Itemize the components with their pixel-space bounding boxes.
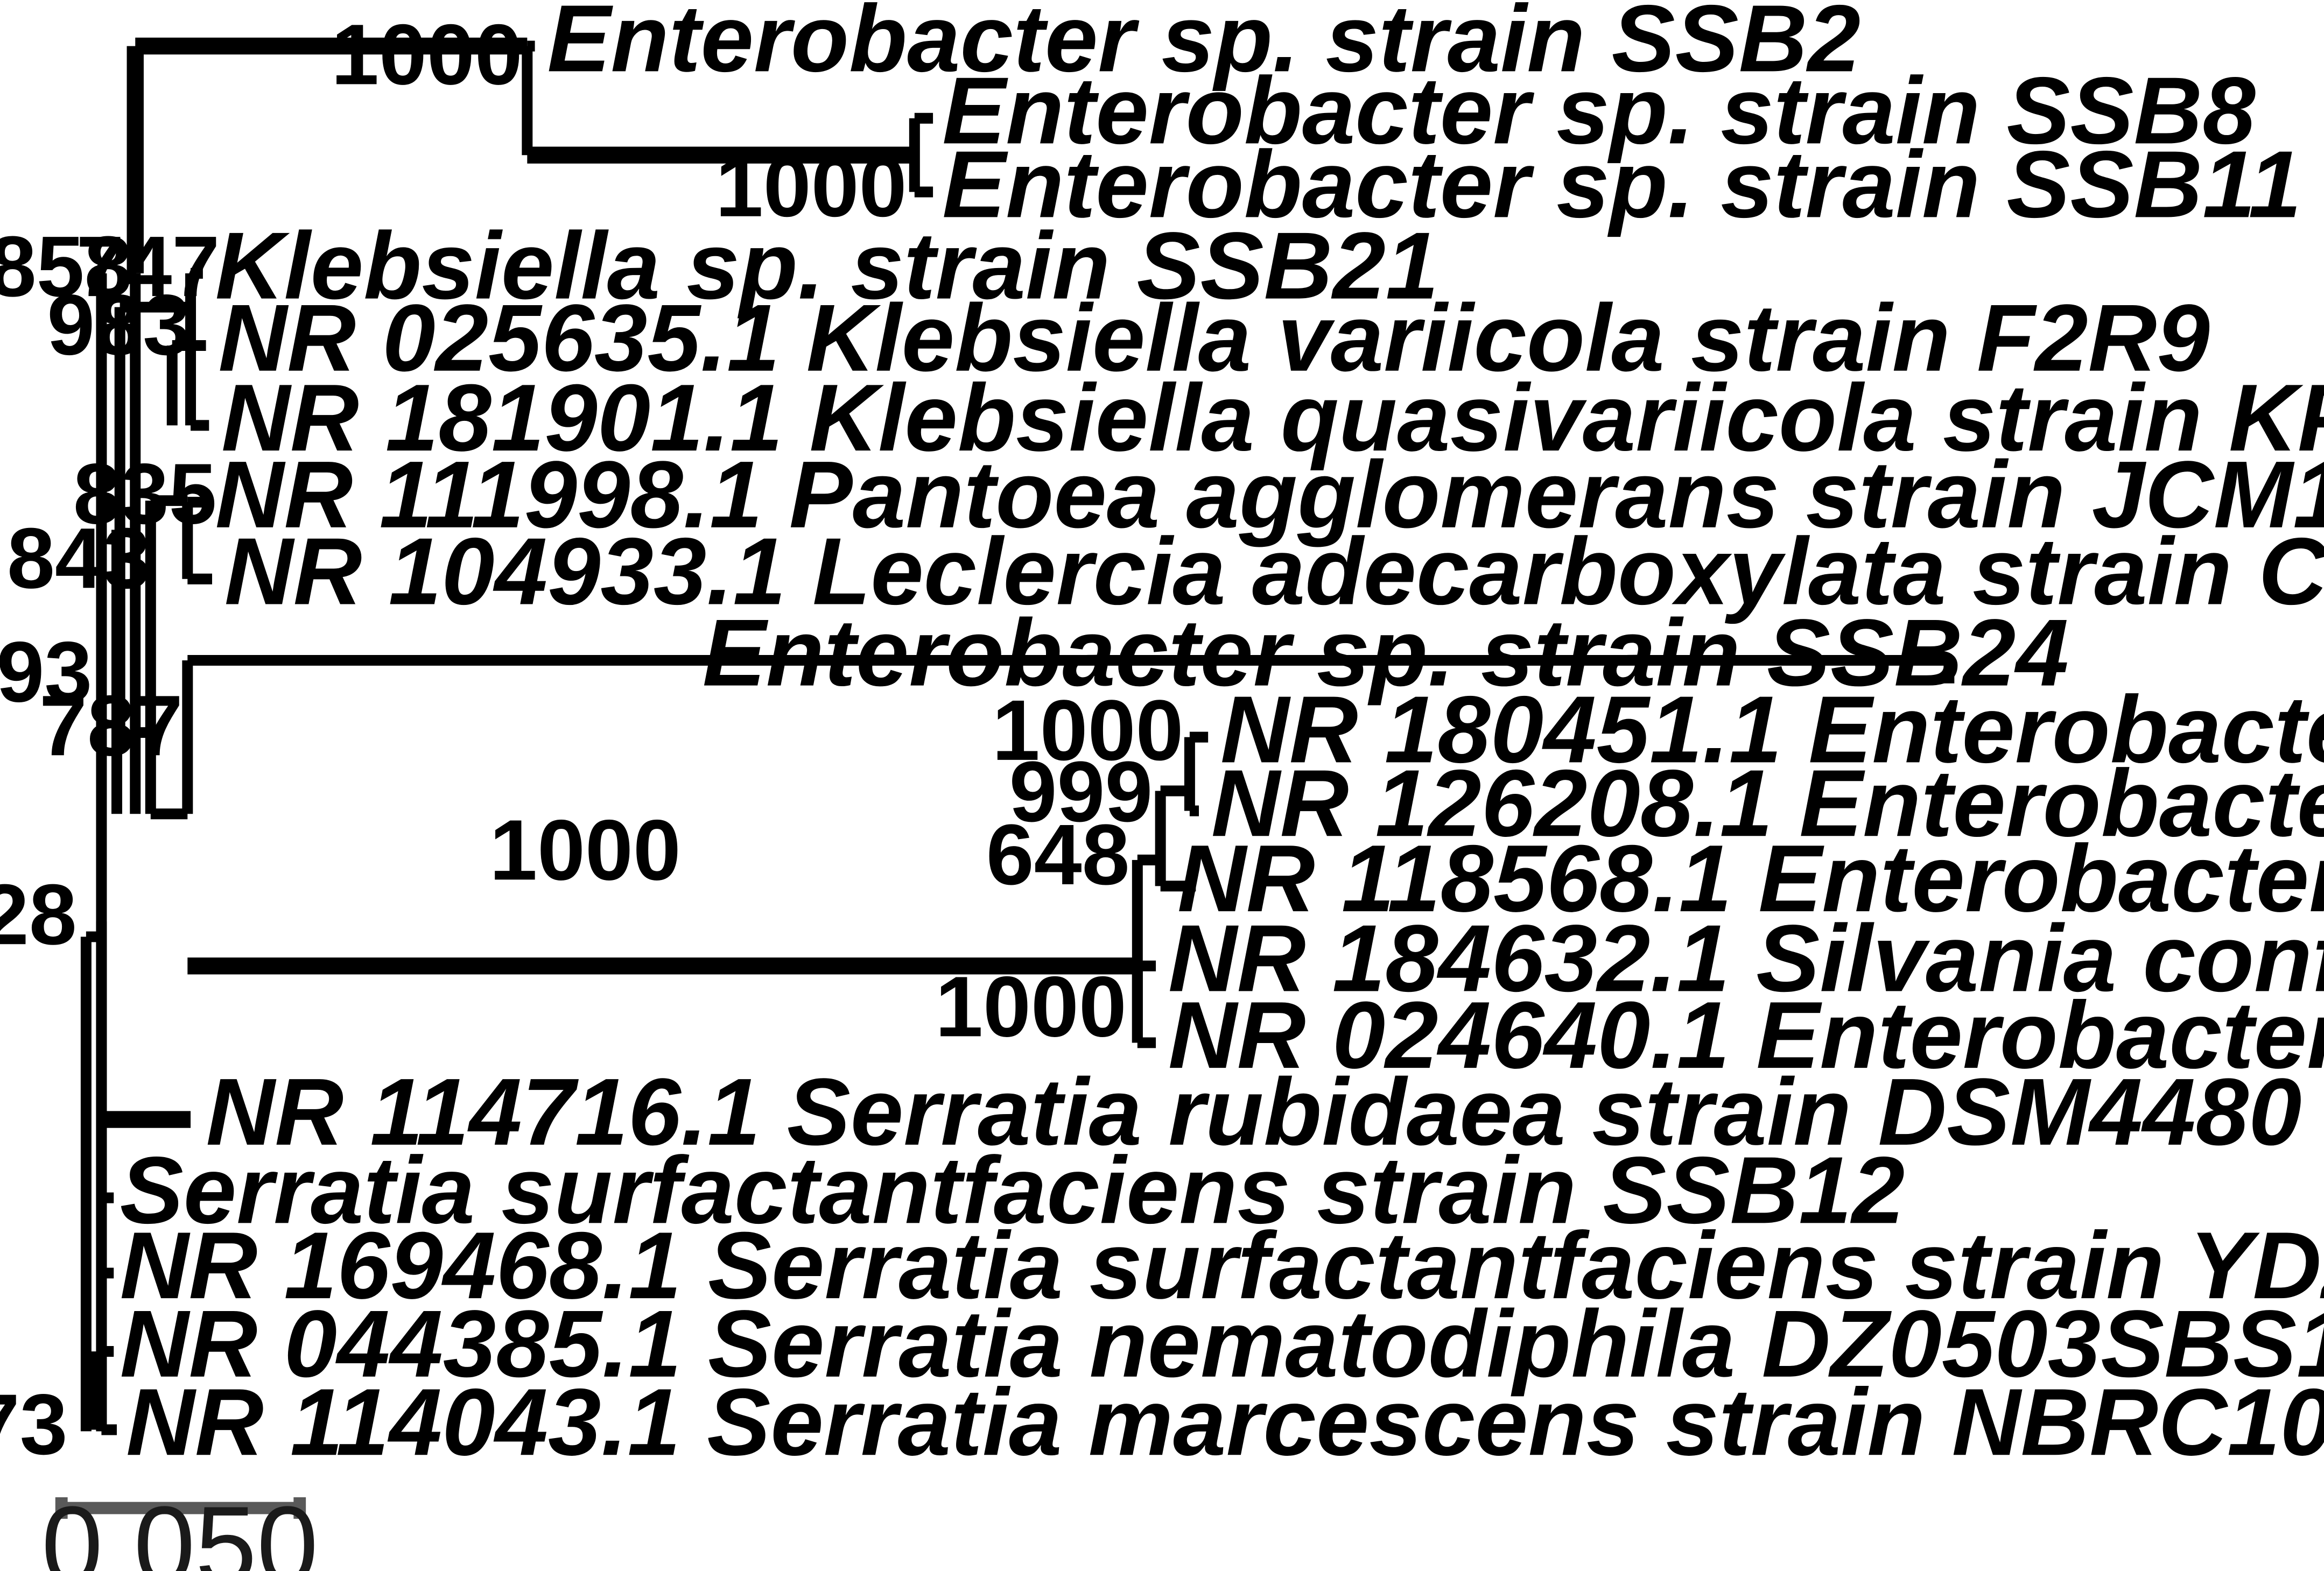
taxon-label-ssb8: Enterobacter sp. strain SSB8: [942, 57, 2256, 164]
taxon-label-hormaechei: NR 126208.1 Enterobacter hormaechei stra…: [1211, 750, 2324, 856]
taxon-label-ssb12: Serratia surfactantfaciens strain SSB12: [120, 1137, 1905, 1243]
taxon-label-ssb21: Klebsiella sp. strain SSB21: [215, 213, 1439, 319]
bootstrap-value-ssb-clade: 1000: [331, 6, 523, 102]
scale-bar-group: 0.050: [41, 1483, 318, 1571]
taxon-label-syd25: NR 169468.1 Serratia surfactantfaciens s…: [120, 1212, 2324, 1319]
scale-bar-label: 0.050: [41, 1483, 318, 1571]
taxon-label-kquasivar: NR 181901.1 Klebsiella quasivariicola st…: [221, 364, 2324, 471]
bootstrap-value-873: 873: [0, 1376, 68, 1473]
bootstrap-labels: 1000 1000 858 747 983 835 843 493 787 10…: [0, 6, 1183, 1472]
taxon-label-ecloacae: NR 118568.1 Enterobacter cloacae strain …: [1177, 825, 2324, 932]
bootstrap-value-747: 747: [76, 218, 220, 314]
taxon-label-kvariicola: NR 025635.1 Klebsiella variicola strain …: [218, 285, 2209, 391]
bootstrap-value-983: 983: [47, 277, 191, 373]
tree-branches: [80, 37, 1955, 1435]
taxon-label-leclercia: NR 104933.1 Leclercia adecarboxylata str…: [224, 518, 2324, 625]
taxon-labels: Enterobacter sp. strain SSB2 Enterobacte…: [120, 0, 2324, 1475]
bootstrap-value-999: 999: [1009, 743, 1153, 840]
bootstrap-value-828: 828: [0, 866, 77, 962]
bootstrap-value-648: 648: [986, 806, 1130, 903]
taxon-label-smarcescens: NR 114043.1 Serratia marcescens strain N…: [126, 1369, 2324, 1475]
taxon-label-quasihorm: NR 180451.1 Enterobacter quasihormaechei…: [1220, 676, 2324, 783]
taxon-label-srubidaea: NR 114716.1 Serratia rubidaea strain DSM…: [206, 1059, 2302, 1165]
taxon-label-ssb24: Enterobacter sp. strain SSB24: [703, 600, 2069, 706]
bootstrap-value-787: 787: [39, 677, 183, 773]
taxon-label-ssb2: Enterobacter sp. strain SSB2: [547, 0, 1860, 91]
bootstrap-value-quasihorm-horm: 1000: [992, 682, 1184, 778]
taxon-label-snematodi: NR 044385.1 Serratia nematodiphila DZ050…: [120, 1291, 2324, 1397]
taxon-label-easburiae: NR 024640.1 Enterobacter asburiae strain…: [1168, 982, 2324, 1088]
taxon-label-silvania: NR 184632.1 Silvania confinis strain H4N…: [1168, 905, 2324, 1012]
bootstrap-value-silvania-asb: 1000: [935, 958, 1127, 1054]
bootstrap-value-ssb24-clade: 1000: [489, 801, 681, 898]
bootstrap-value-493: 493: [0, 623, 92, 720]
bootstrap-value-835: 835: [73, 445, 217, 541]
bootstrap-value-858: 858: [0, 218, 132, 314]
bootstrap-value-ssb8-ssb11: 1000: [715, 138, 907, 235]
taxon-label-pantoea: NR 111998.1 Pantoea agglomerans strain J…: [215, 441, 2324, 548]
taxon-label-ssb11: Enterobacter sp. strain SSB11: [942, 131, 2301, 237]
bootstrap-value-843: 843: [7, 510, 151, 606]
